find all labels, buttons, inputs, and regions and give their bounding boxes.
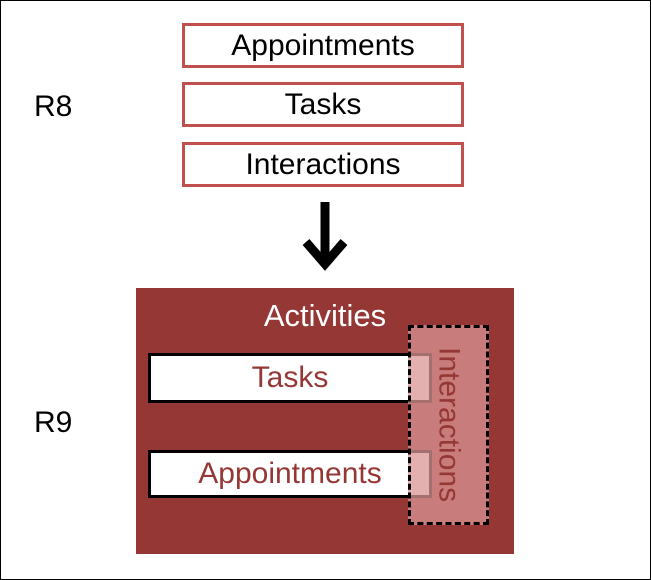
r8-interactions-text: Interactions xyxy=(245,147,401,181)
r9-appointments-box: Appointments xyxy=(148,450,432,498)
r8-interactions-box: Interactions xyxy=(182,142,464,187)
r9-appointments-text: Appointments xyxy=(198,457,382,490)
r8-tasks-text: Tasks xyxy=(284,87,362,121)
interactions-overlay-label: Interactions xyxy=(432,347,466,503)
r9-tasks-text: Tasks xyxy=(251,361,329,394)
r8-tasks-box: Tasks xyxy=(182,82,464,127)
r8-label: R8 xyxy=(34,90,73,123)
r9-tasks-box: Tasks xyxy=(148,353,432,403)
r9-label: R9 xyxy=(34,406,73,439)
activities-title: Activities xyxy=(263,298,387,333)
down-arrow-icon xyxy=(302,202,348,271)
interactions-overlay xyxy=(408,325,489,525)
r8-appointments-text: Appointments xyxy=(231,28,415,62)
r8-appointments-box: Appointments xyxy=(182,23,464,68)
interactions-overlay-label-wrap: Interactions xyxy=(408,325,489,525)
